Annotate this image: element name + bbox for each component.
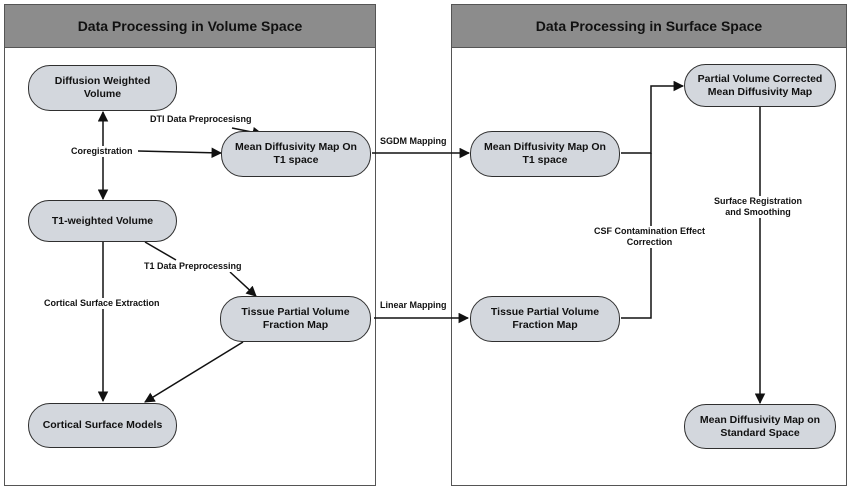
label-cortical-surface-extraction: Cortical Surface Extraction (44, 298, 160, 309)
surface-space-title: Data Processing in Surface Space (452, 5, 846, 48)
label-sgdm-mapping: SGDM Mapping (380, 136, 447, 147)
edge-t1pre-tpv (229, 271, 257, 297)
edge-tpv-surf-to-csf (621, 153, 652, 319)
label-csf-correction: CSF Contamination Effect Correction (594, 226, 706, 248)
label-dti-preprocessing: DTI Data Preprocesisng (150, 114, 252, 125)
label-surface-registration: Surface Registration and Smoothing (714, 196, 803, 218)
volume-space-title: Data Processing in Volume Space (5, 5, 375, 48)
label-t1-preprocessing: T1 Data Preprocessing (144, 261, 242, 272)
edge-tpv-csm (144, 341, 244, 403)
node-tissue-partial-volume-surface: Tissue Partial Volume Fraction Map (470, 296, 620, 342)
node-tissue-partial-volume-volume: Tissue Partial Volume Fraction Map (220, 296, 371, 342)
node-partial-volume-corrected-md: Partial Volume Corrected Mean Diffusivit… (684, 64, 836, 107)
node-mean-diffusivity-t1-surface: Mean Diffusivity Map On T1 space (470, 131, 620, 177)
node-t1-weighted-volume: T1-weighted Volume (28, 200, 177, 242)
label-coregistration: Coregistration (71, 146, 133, 157)
label-linear-mapping: Linear Mapping (380, 300, 447, 311)
node-mean-diffusivity-t1-volume: Mean Diffusivity Map On T1 space (221, 131, 371, 177)
node-diffusion-weighted-volume: Diffusion Weighted Volume (28, 65, 177, 111)
node-cortical-surface-models: Cortical Surface Models (28, 403, 177, 448)
node-md-standard-space: Mean Diffusivity Map on Standard Space (684, 404, 836, 449)
edge-t1w-tpv (144, 241, 177, 261)
edge-coreg-md (137, 147, 223, 159)
edge-csf-correction (621, 80, 685, 154)
